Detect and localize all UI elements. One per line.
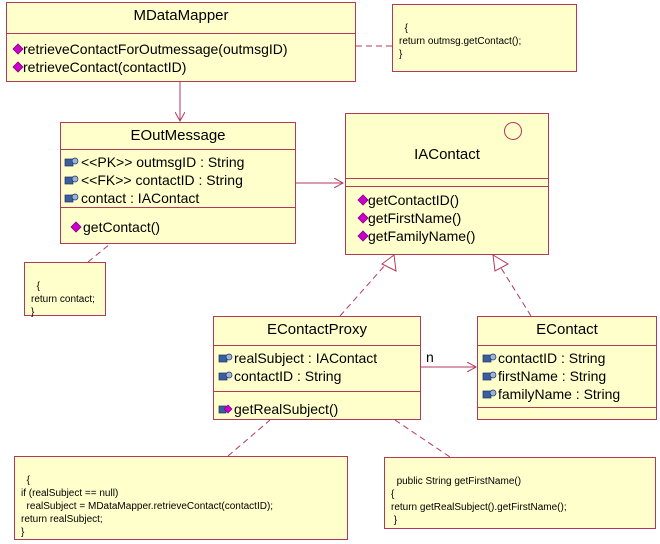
attribute-icon xyxy=(482,389,497,399)
method-icon xyxy=(12,43,24,55)
method-label: retrieveContactForOutmessage(outmsgID) xyxy=(23,41,288,57)
attribute-row[interactable]: firstName : String xyxy=(478,367,656,385)
method-label: getContact() xyxy=(83,219,161,235)
note-firstname-text: public String getFirstName() { return ge… xyxy=(391,476,567,526)
attribute-label: <<FK>> contactID : String xyxy=(81,172,243,188)
note-link-contact xyxy=(87,243,111,263)
attribute-row[interactable]: contactID : String xyxy=(478,349,656,367)
note-firstname: public String getFirstName() { return ge… xyxy=(384,457,656,529)
attribute-row[interactable]: contact : IAContact xyxy=(61,189,295,207)
method-icon xyxy=(12,61,24,73)
attribute-row[interactable]: <<FK>> contactID : String xyxy=(61,171,295,189)
interface-iacontact[interactable]: IAContact getContactID() getFirstName() … xyxy=(345,113,549,255)
private-method-icon xyxy=(218,404,233,414)
class-econtactproxy[interactable]: EContactProxy realSubject : IAContact co… xyxy=(213,316,421,420)
method-row[interactable]: getContact() xyxy=(61,218,295,236)
method-row[interactable]: getFirstName() xyxy=(346,209,548,227)
class-name-iacontact: IAContact xyxy=(414,146,480,163)
method-icon xyxy=(357,230,369,242)
key-attribute-icon xyxy=(64,157,79,167)
method-row[interactable]: getFamilyName() xyxy=(346,227,548,245)
attribute-row[interactable]: familyName : String xyxy=(478,385,656,403)
note-realsubject: { if (realSubject == null) realSubject =… xyxy=(14,456,348,540)
attribute-label: <<PK>> outmsgID : String xyxy=(81,154,245,170)
method-icon xyxy=(357,212,369,224)
method-row[interactable]: retrieveContactForOutmessage(outmsgID) xyxy=(7,40,355,58)
attribute-label: contact : IAContact xyxy=(81,190,200,206)
class-name-eoutmessage: EOutMessage xyxy=(130,127,226,144)
note-link-firstname xyxy=(394,419,451,458)
method-label: getFamilyName() xyxy=(368,228,476,244)
method-label: retrieveContact(contactID) xyxy=(23,59,187,75)
class-mdatamapper[interactable]: MDataMapper retrieveContactForOutmessage… xyxy=(6,2,356,82)
method-label: getRealSubject() xyxy=(234,401,339,417)
note-link-realsubject xyxy=(227,419,271,457)
note-outmsg-text: { return outmsg.getContact(); } xyxy=(399,23,522,60)
attribute-icon xyxy=(218,371,233,381)
interface-icon xyxy=(504,122,522,140)
attribute-icon xyxy=(218,353,233,363)
note-realsubject-text: { if (realSubject == null) realSubject =… xyxy=(21,475,274,538)
attribute-row[interactable]: realSubject : IAContact xyxy=(214,349,420,367)
method-row[interactable]: getContactID() xyxy=(346,191,548,209)
class-name-econtact: EContact xyxy=(536,321,598,338)
class-eoutmessage[interactable]: EOutMessage <<PK>> outmsgID : String <<F… xyxy=(60,122,296,244)
attribute-icon xyxy=(482,353,497,363)
attribute-row[interactable]: contactID : String xyxy=(214,367,420,385)
note-outmsg: { return outmsg.getContact(); } xyxy=(392,4,577,72)
class-econtact[interactable]: EContact contactID : String firstName : … xyxy=(477,316,657,420)
attribute-label: contactID : String xyxy=(234,368,342,384)
realization-proxy-iacontact xyxy=(339,254,395,317)
attribute-label: firstName : String xyxy=(498,368,607,384)
method-icon xyxy=(357,194,369,206)
attribute-label: familyName : String xyxy=(498,386,621,402)
note-contact-text: { return contact; } xyxy=(31,281,95,318)
attribute-label: realSubject : IAContact xyxy=(234,350,378,366)
class-name-econtactproxy: EContactProxy xyxy=(266,321,368,338)
association-multiplicity: n xyxy=(426,349,434,365)
note-contact: { return contact; } xyxy=(24,262,106,318)
method-row[interactable]: getRealSubject() xyxy=(214,400,420,418)
method-label: getFirstName() xyxy=(368,210,462,226)
attribute-icon xyxy=(482,371,497,381)
method-label: getContactID() xyxy=(368,192,460,208)
attribute-label: contactID : String xyxy=(498,350,606,366)
attribute-row[interactable]: <<PK>> outmsgID : String xyxy=(61,153,295,171)
realization-arrowhead-proxy xyxy=(381,254,397,272)
key-attribute-icon xyxy=(64,175,79,185)
method-row[interactable]: retrieveContact(contactID) xyxy=(7,58,355,76)
realization-arrowhead-econtact xyxy=(492,254,510,272)
class-name-mdatamapper: MDataMapper xyxy=(133,7,229,24)
attribute-icon xyxy=(64,193,79,203)
realization-econtact-iacontact xyxy=(492,254,532,317)
method-icon xyxy=(70,221,82,233)
